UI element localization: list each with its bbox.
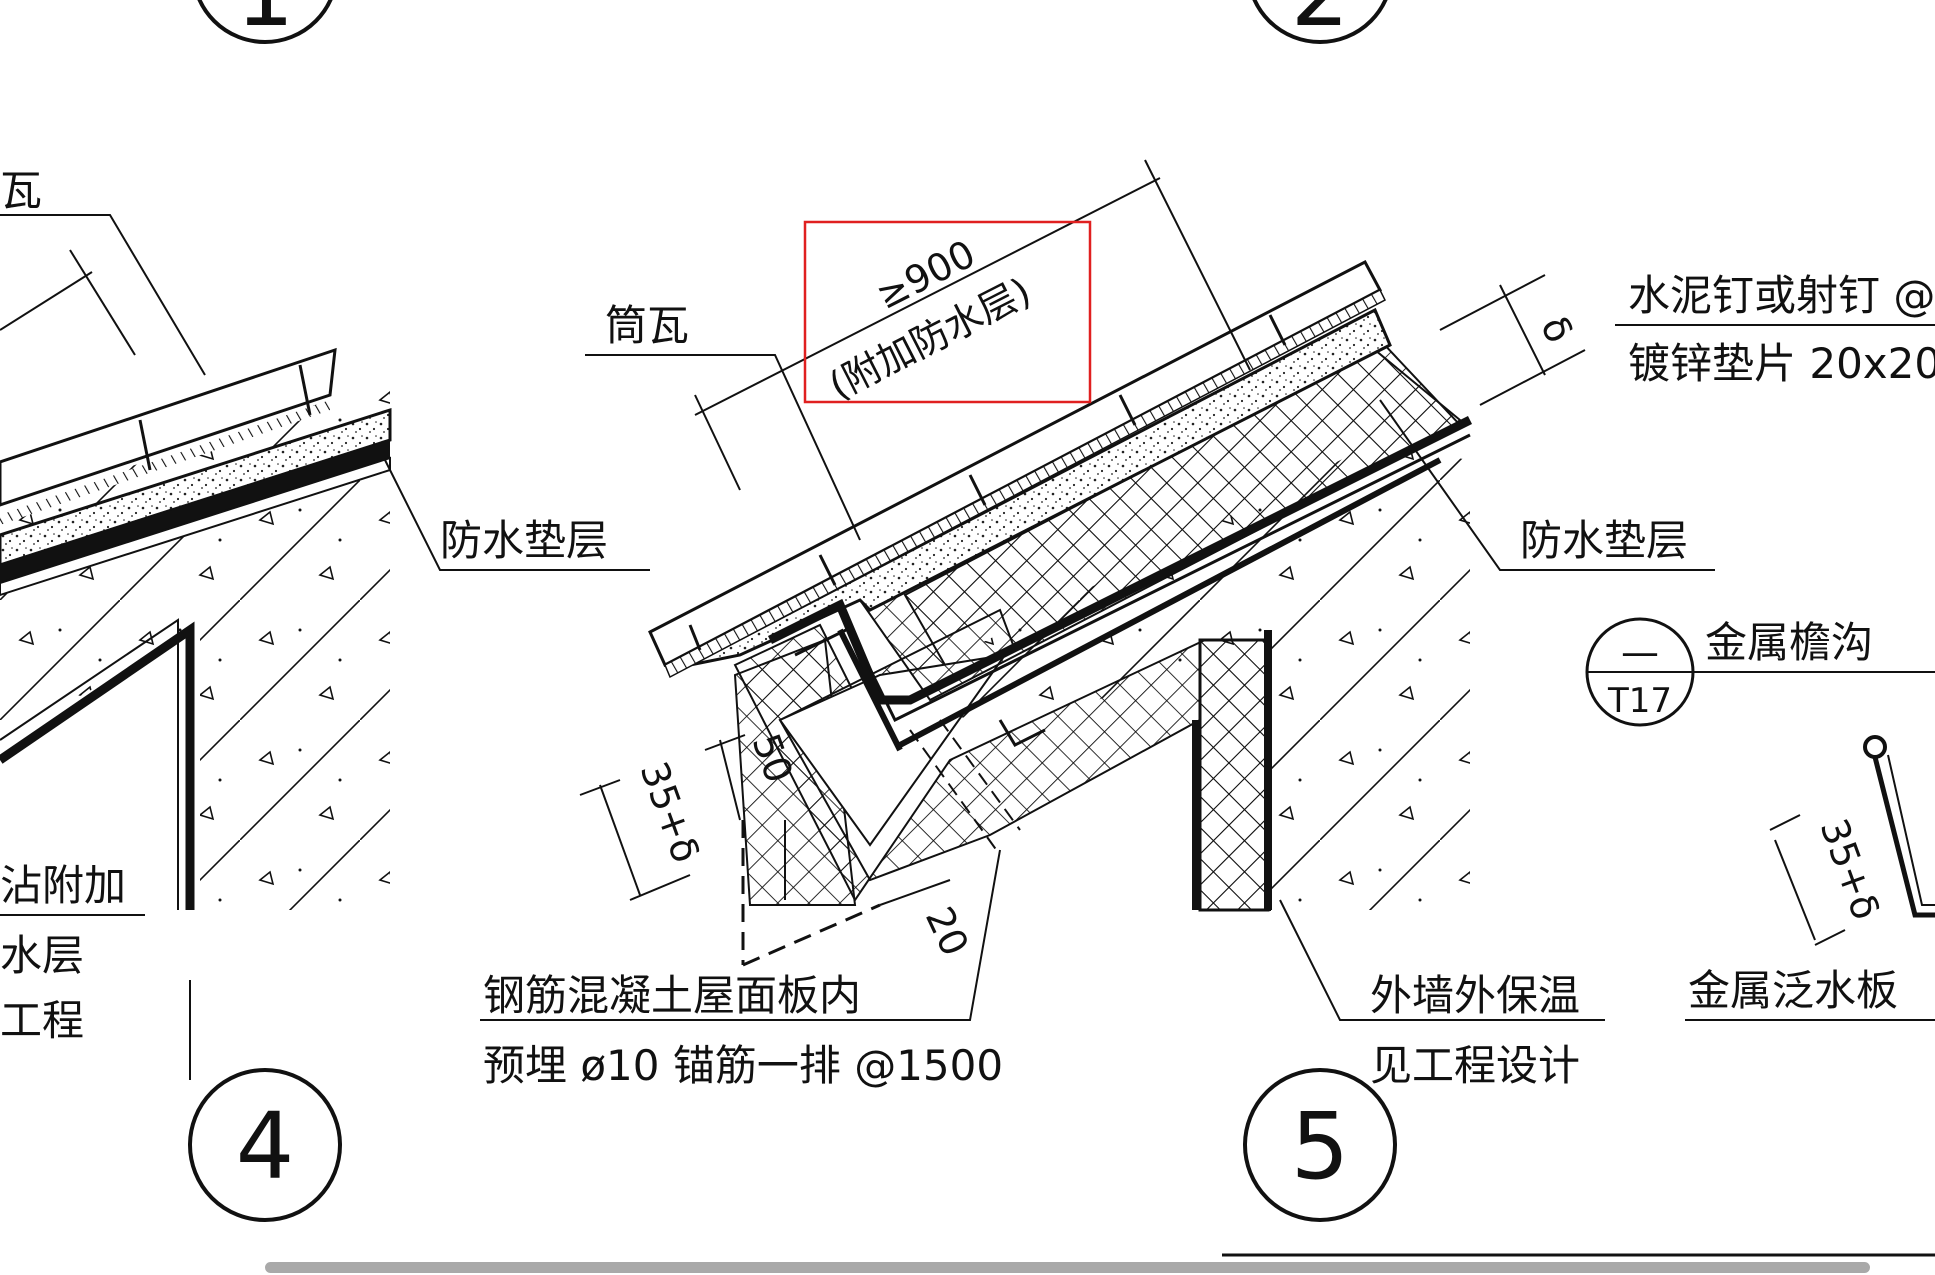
horizontal-scrollbar[interactable] [265,1262,1870,1273]
dim-35-delta-right: 35+δ [1812,813,1889,925]
label-metal-flashing: 金属泛水板 [1688,966,1898,1015]
circle-1-label: 1 [236,0,295,47]
label-left-partial-3: 工程 [0,996,84,1045]
label-waterproof-underlay-left: 防水垫层 [440,516,608,565]
detail-5-drawing [480,159,1715,1021]
label-metal-gutter: 金属檐沟 [1705,618,1873,667]
right-detail-partial [1585,324,1935,1021]
dim-delta: δ [1532,309,1582,350]
label-cement-nail: 水泥钉或射钉 @ [1628,271,1935,320]
circle-4-label: 4 [236,1093,295,1200]
circle-2-label: 2 [1291,0,1350,47]
detail-ref-bottom: T17 [1607,681,1672,721]
label-left-partial-1: 沾附加 [0,861,126,910]
label-tube-tile: 筒瓦 [605,301,689,350]
label-waterproof-underlay-right: 防水垫层 [1520,516,1688,565]
label-ext-wall-insulation-1: 外墙外保温 [1370,971,1580,1020]
label-galvanized-washer: 镀锌垫片 20x20 [1628,339,1935,388]
label-rebar-line1: 钢筋混凝土屋面板内 [483,971,861,1020]
label-left-partial-2: 水层 [0,931,84,980]
dim-20: 20 [917,900,977,962]
highlight-box [803,220,1092,404]
left-detail-partial [0,214,650,1080]
circle-5-label: 5 [1291,1093,1350,1200]
dim-35-delta-left: 35+δ [632,756,709,868]
label-ext-wall-insulation-2: 见工程设计 [1370,1041,1580,1090]
label-tile-left: 瓦 [0,166,42,215]
label-rebar-line2: 预埋 ø10 锚筋一排 @1500 [483,1041,1003,1090]
detail-ref-top: — [1621,630,1659,674]
labels: 瓦 筒瓦 防水垫层 防水垫层 沾附加 水层 工程 钢筋混凝土屋面板内 预埋 ø1… [0,166,1935,1090]
circle-markers: 1 2 4 5 [188,0,1935,1257]
